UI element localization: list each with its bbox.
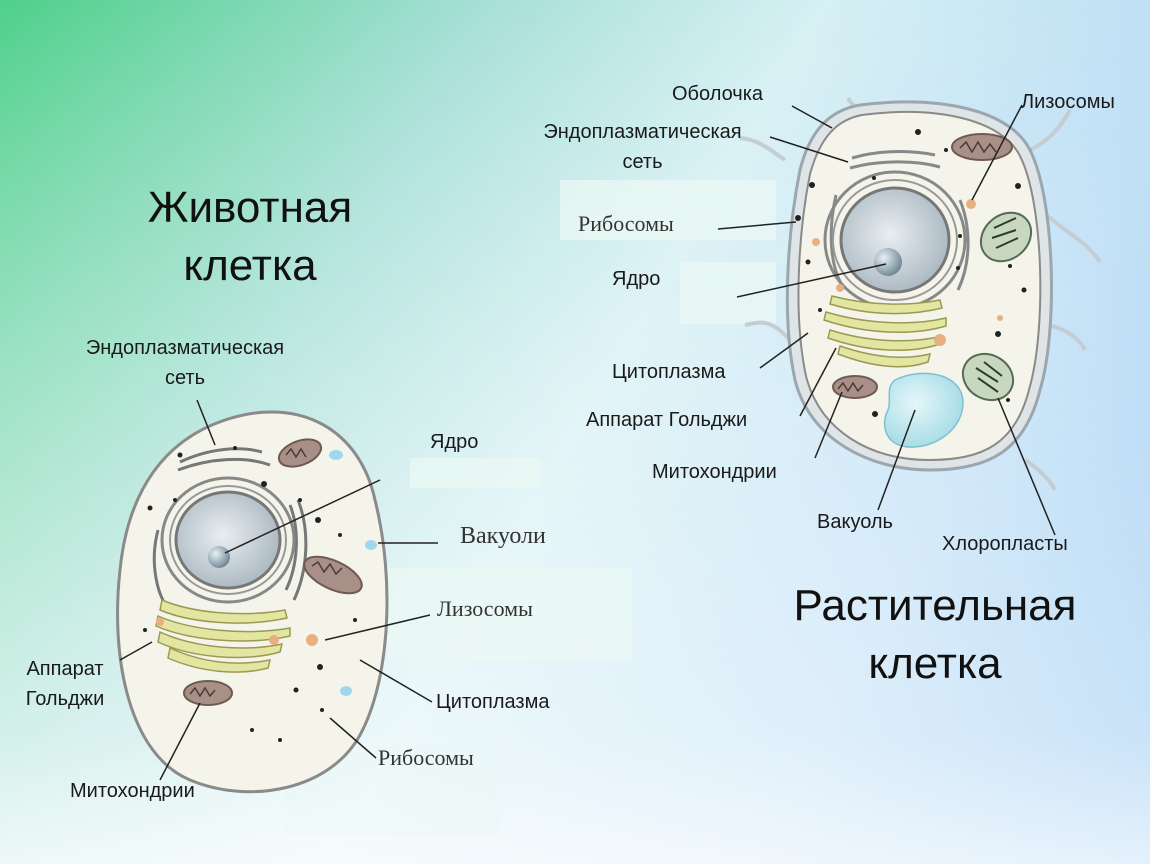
animal-cell-membrane [116, 410, 389, 794]
plant-label-golgi: Аппарат Гольджи [586, 409, 748, 431]
animal-lysosomes [156, 618, 318, 646]
plant-pointer-lines [717, 104, 1056, 536]
animal-golgi [155, 598, 291, 673]
plant-label-cytoplasm: Цитоплазма [612, 361, 726, 383]
plant-nucleolus [874, 248, 902, 276]
animal-label-er-line2: сеть [164, 367, 206, 389]
animal-ribosomes [143, 446, 357, 742]
animal-label-golgi-line2: Гольджи [25, 688, 105, 710]
plant-title-line2: клетка [868, 639, 1002, 688]
label-patch [680, 262, 776, 324]
animal-label-ribosomes: Рибосомы [378, 745, 474, 770]
animal-label-er-line1: Эндоплазматическая [85, 337, 285, 359]
animal-label-lysosomes: Лизосомы [437, 596, 533, 621]
animal-cell-title: Животная клетка [90, 182, 410, 292]
animal-label-nucleus: Ядро [430, 431, 479, 453]
plant-nucleus [823, 170, 967, 310]
animal-nucleolus [208, 546, 230, 568]
animal-label-cytoplasm: Цитоплазма [436, 691, 550, 713]
plant-label-er: Эндоплазматическая сеть [505, 120, 780, 174]
animal-label-golgi: Аппарат Гольджи [10, 657, 120, 711]
plant-label-vacuole: Вакуоль [817, 511, 893, 533]
plant-label-er-line2: сеть [622, 151, 663, 173]
animal-label-er: Эндоплазматическая сеть [50, 336, 320, 390]
animal-label-golgi-line1: Аппарат [26, 658, 104, 680]
label-patch [560, 180, 776, 240]
animal-label-vacuoles: Вакуоли [460, 523, 546, 549]
animal-er [152, 447, 308, 617]
plant-label-mitochondria: Митохондрии [652, 461, 777, 483]
animal-title-line1: Животная [147, 183, 353, 232]
plant-label-membrane: Оболочка [672, 83, 764, 105]
plant-label-chloroplasts: Хлоропласты [942, 533, 1068, 555]
plant-cell [717, 96, 1102, 536]
plant-cell-title: Растительная клетка [745, 580, 1125, 690]
plant-label-nucleus: Ядро [612, 268, 661, 290]
plant-lysosomes [812, 199, 1003, 346]
animal-vacuoles [329, 450, 377, 696]
animal-nucleus [160, 476, 296, 604]
animal-pointer-lines [119, 399, 438, 781]
label-patch [410, 458, 540, 488]
plant-label-er-line1: Эндоплазматическая [543, 121, 742, 143]
plant-vacuole [883, 372, 964, 448]
plant-label-lysosomes: Лизосомы [1021, 91, 1115, 113]
plant-chloroplasts [961, 211, 1033, 402]
plant-title-line1: Растительная [793, 581, 1077, 630]
animal-title-line2: клетка [183, 241, 317, 290]
label-patch [388, 568, 632, 660]
plant-ribosomes [795, 129, 1027, 417]
animal-label-mitochondria: Митохондрии [70, 780, 195, 802]
plant-label-ribosomes: Рибосомы [578, 211, 674, 236]
animal-cell [116, 399, 438, 794]
